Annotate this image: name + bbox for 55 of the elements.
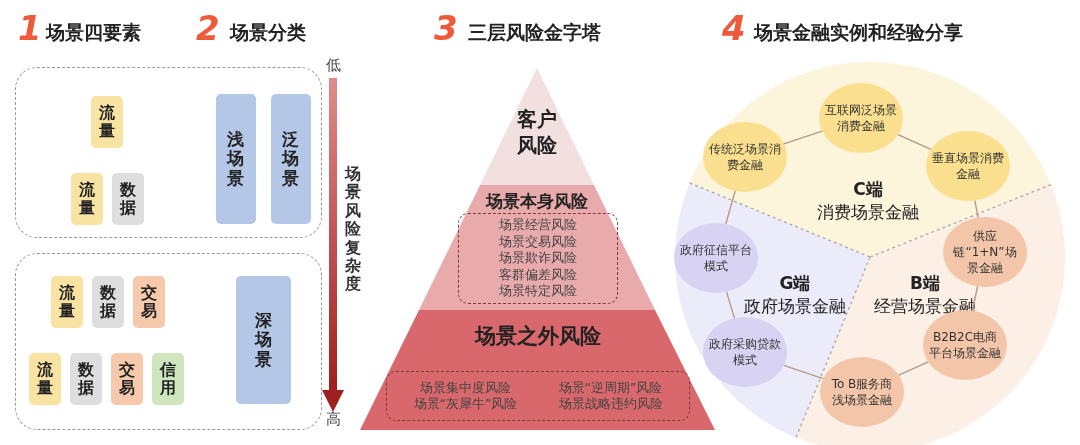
element-tile: 流量 (29, 353, 61, 405)
element-tile: 信用 (152, 353, 184, 405)
tier-heading: 客户风险 (516, 106, 558, 158)
pyramid-tier (480, 68, 594, 185)
element-tile: 流量 (51, 276, 83, 328)
dashed-group-frame (15, 67, 322, 238)
risk-item: 场景特定风险 (498, 283, 578, 300)
dashed-risk-frame (386, 371, 690, 421)
dashed-group-frame (15, 253, 322, 430)
element-tile: 数据 (70, 353, 102, 405)
axis-end-label: 高 (326, 410, 341, 429)
section-heading: 场景金融实例和经验分享 (754, 20, 963, 45)
ring-connector (783, 364, 824, 380)
segment-subtitle: 政府场景金融 (744, 295, 846, 318)
risk-item: 场景欺诈风险 (498, 250, 578, 267)
segment-title: B端 (910, 272, 940, 295)
risk-item: 场景交易风险 (498, 233, 578, 251)
risk-item: 场景经营风险 (498, 217, 578, 234)
dashed-risk-frame (458, 213, 618, 304)
element-tile: 流量 (91, 96, 123, 148)
risk-item: 场景“灰犀牛”风险 (412, 396, 519, 413)
section-number: 3 (434, 8, 458, 48)
scene-type-bar: 深场景 (236, 276, 291, 404)
ring-connector (725, 291, 736, 319)
element-tile: 交易 (133, 276, 165, 328)
risk-item: 场景“逆周期”风险 (557, 379, 664, 396)
axis-title: 场景风险复杂度 (345, 165, 362, 294)
section-heading: 场景四要素 (46, 20, 141, 45)
axis-end-label: 低 (326, 56, 341, 75)
tier-heading: 场景之外风险 (473, 323, 602, 350)
section-number: 1 (18, 8, 42, 48)
pyramid-tier (419, 185, 655, 310)
element-tile: 数据 (112, 173, 144, 225)
ring-connector (783, 130, 823, 145)
ring-connector (898, 361, 929, 376)
ring-connector (974, 199, 979, 219)
risk-item: 客群偏差风险 (498, 266, 578, 284)
section-number: 2 (196, 8, 220, 48)
element-tile: 交易 (111, 353, 143, 405)
risk-item: 场景集中度风险 (419, 379, 512, 396)
ring-connector (725, 190, 736, 225)
segment-title: G端 (779, 272, 811, 295)
scene-type-bar: 浅场景 (216, 94, 256, 224)
segment-subtitle: 消费场景金融 (817, 201, 919, 224)
risk-item: 场景战略违约风险 (557, 396, 664, 413)
element-tile: 流量 (71, 173, 103, 225)
tier-heading: 场景本身风险 (484, 190, 589, 213)
section-heading: 三层风险金字塔 (468, 20, 601, 45)
section-number: 4 (722, 8, 746, 48)
section-heading: 场景分类 (230, 20, 306, 45)
ring-connector (971, 285, 979, 312)
element-tile: 数据 (92, 276, 124, 328)
ring-connector (897, 133, 932, 151)
segment-title: C端 (853, 178, 883, 201)
scene-type-bar: 泛场景 (271, 94, 311, 224)
